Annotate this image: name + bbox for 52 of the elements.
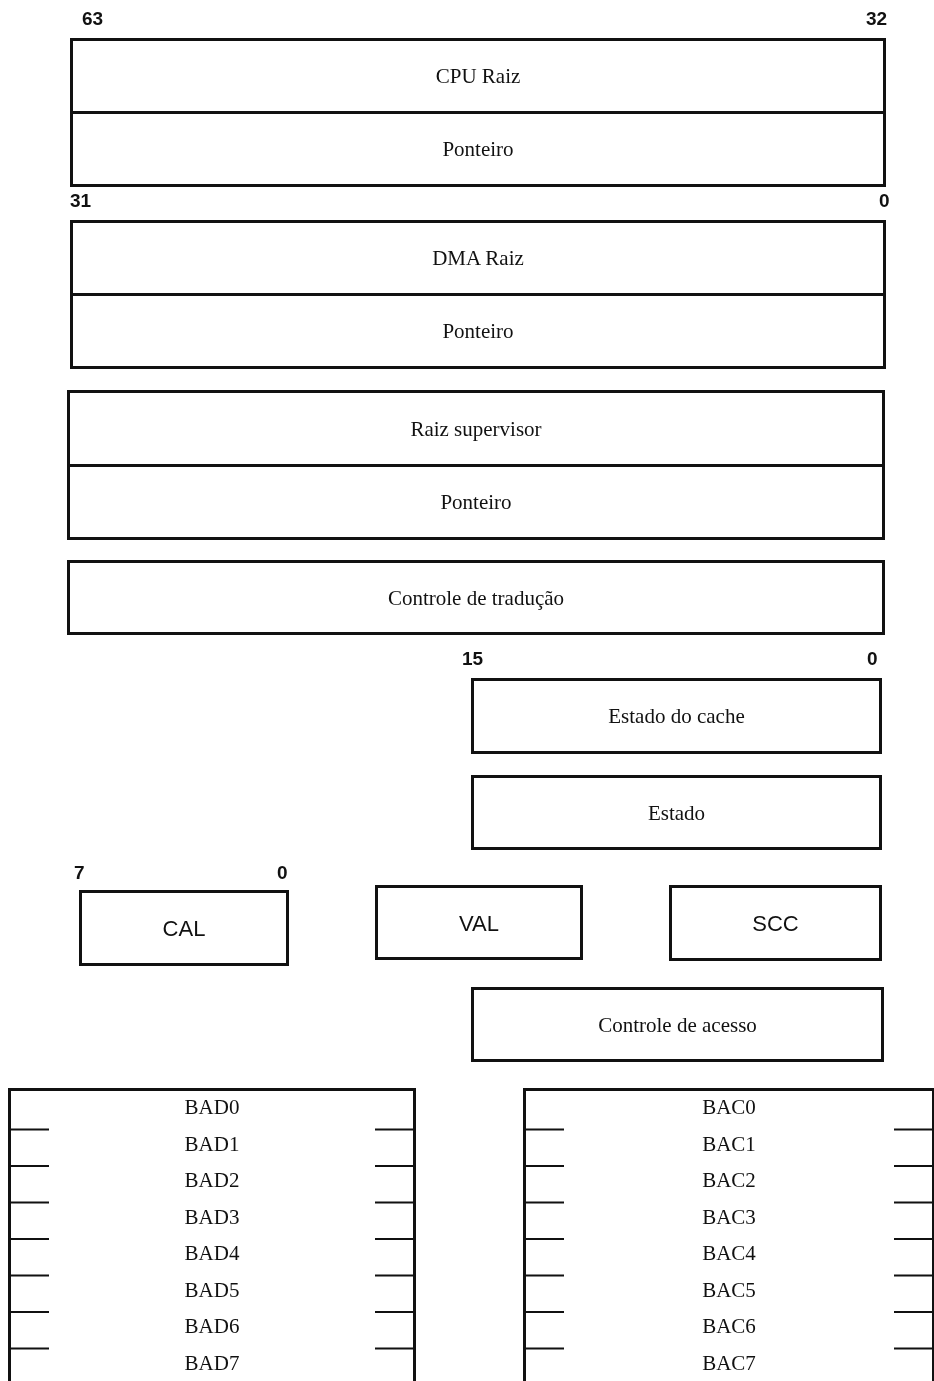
- bit-number: 0: [867, 648, 878, 670]
- register-name: BAD2: [183, 1168, 241, 1193]
- register-name: BAD0: [183, 1095, 241, 1120]
- register-name: BAC2: [701, 1168, 757, 1193]
- bit-number: 32: [866, 8, 888, 30]
- register-box: [375, 885, 583, 960]
- register-box: [471, 987, 884, 1062]
- bit-number: 7: [74, 862, 85, 884]
- register-box: [471, 775, 882, 850]
- register-box: [67, 390, 885, 467]
- register-name: CAL: [161, 916, 207, 942]
- register-box: [67, 464, 885, 540]
- register-box: [79, 890, 289, 966]
- register-name: BAD3: [183, 1204, 241, 1230]
- register-name: BAC3: [701, 1204, 757, 1230]
- register-name: BAD5: [183, 1277, 241, 1303]
- register-name: BAC4: [701, 1241, 757, 1266]
- bit-number: 0: [879, 190, 890, 212]
- register-name: Ponteiro: [439, 490, 513, 515]
- bit-number: 0: [277, 862, 288, 884]
- register-name: BAC1: [701, 1131, 757, 1157]
- register-name: Estado do cache: [607, 704, 746, 729]
- register-name: BAC6: [701, 1314, 757, 1339]
- register-name: SCC: [751, 911, 800, 937]
- register-box: [70, 38, 886, 114]
- bit-number: 63: [82, 8, 104, 30]
- register-name: BAC0: [701, 1095, 757, 1120]
- bit-number: 31: [70, 190, 92, 212]
- register-box: [669, 885, 882, 961]
- register-box: [471, 678, 882, 754]
- register-name: Ponteiro: [441, 319, 515, 344]
- register-name: BAD6: [183, 1314, 241, 1339]
- register-name: BAD4: [183, 1241, 241, 1266]
- bit-number: 15: [462, 648, 484, 670]
- register-name: BAC7: [701, 1350, 757, 1376]
- register-name: BAD1: [183, 1131, 241, 1157]
- register-box: [70, 293, 886, 369]
- register-box: [70, 220, 886, 296]
- register-box: [70, 111, 886, 187]
- register-list-box: [8, 1088, 416, 1381]
- register-name: DMA Raiz: [431, 246, 525, 271]
- register-name: Ponteiro: [441, 137, 515, 162]
- register-name: Estado: [646, 800, 707, 826]
- register-name: Raiz supervisor: [409, 416, 543, 442]
- register-list-box: [523, 1088, 934, 1381]
- register-name: BAC5: [701, 1277, 757, 1303]
- register-name: CPU Raiz: [434, 64, 522, 89]
- register-name: Controle de acesso: [597, 1012, 758, 1038]
- register-name: VAL: [458, 910, 500, 937]
- register-name: BAD7: [183, 1350, 241, 1376]
- register-box: [67, 560, 885, 635]
- register-name: Controle de tradução: [386, 585, 566, 611]
